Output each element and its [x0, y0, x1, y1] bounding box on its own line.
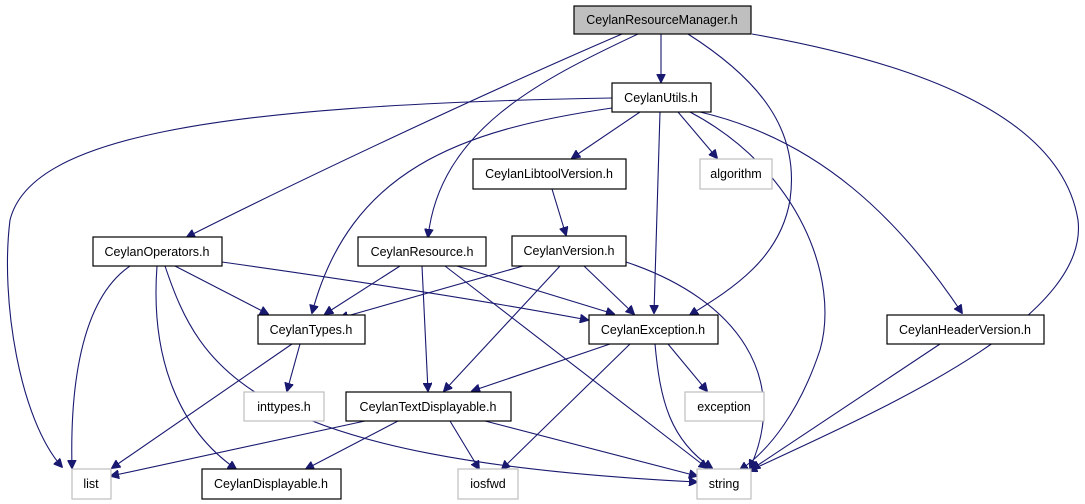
edge-utils-algorithm	[677, 111, 717, 158]
edge-operators-exception	[221, 261, 588, 320]
edge-root-resource	[428, 33, 639, 237]
node-string[interactable]: string	[696, 468, 752, 500]
node-label: CeylanResourceManager.h	[586, 13, 738, 27]
edge-root-exception	[687, 33, 792, 315]
edge-operators-list	[72, 265, 131, 468]
edge-exception-textdisplayable	[472, 343, 611, 391]
node-ceylan-libtool-version-h[interactable]: CeylanLibtoolVersion.h	[472, 158, 627, 190]
node-ceylan-types-h[interactable]: CeylanTypes.h	[257, 314, 366, 345]
edge-utils-types	[312, 107, 613, 313]
node-label: CeylanDisplayable.h	[214, 477, 328, 491]
edge-resource-string	[444, 265, 707, 468]
edge-utils-exception	[654, 111, 661, 313]
edge-textdisplayable-iosfwd	[449, 420, 479, 469]
node-label: string	[709, 477, 740, 491]
edge-headerversion-string	[752, 343, 941, 469]
node-label: exception	[697, 400, 751, 414]
edge-exception-string	[654, 343, 712, 468]
node-ceylan-resource-h[interactable]: CeylanResource.h	[357, 236, 487, 267]
node-ceylan-text-displayable-h[interactable]: CeylanTextDisplayable.h	[345, 391, 512, 422]
node-label: iosfwd	[470, 477, 505, 491]
node-label: CeylanTextDisplayable.h	[360, 400, 497, 414]
node-inttypes-h[interactable]: inttypes.h	[243, 391, 325, 422]
edge-resource-textdisplayable	[421, 265, 428, 391]
edge-textdisplayable-list	[111, 420, 366, 476]
edge-textdisplayable-string	[484, 420, 697, 476]
nodes: CeylanResourceManager.h CeylanUtils.h Ce…	[71, 5, 1045, 500]
edge-utils-headerversion	[699, 111, 962, 313]
edge-textdisplayable-displayable	[306, 420, 399, 469]
edge-version-textdisplayable	[444, 265, 561, 391]
edge-utils-list	[6, 97, 613, 467]
edge-types-inttypes	[287, 343, 301, 391]
node-label: inttypes.h	[257, 400, 311, 414]
node-label: list	[83, 477, 99, 491]
node-exception[interactable]: exception	[684, 391, 765, 422]
node-label: CeylanException.h	[601, 323, 705, 337]
node-label: CeylanResource.h	[371, 245, 474, 259]
node-label: algorithm	[710, 167, 761, 181]
edge-version-exception	[583, 265, 634, 314]
edge-resource-exception	[456, 265, 614, 314]
node-list[interactable]: list	[71, 468, 112, 500]
edge-libtool-version	[551, 188, 566, 235]
edge-utils-libtool	[572, 111, 641, 158]
node-ceylan-displayable-h[interactable]: CeylanDisplayable.h	[201, 468, 342, 500]
edge-version-types	[340, 263, 531, 318]
node-label: CeylanHeaderVersion.h	[899, 323, 1031, 337]
node-ceylan-version-h[interactable]: CeylanVersion.h	[511, 235, 627, 267]
node-iosfwd[interactable]: iosfwd	[457, 468, 519, 500]
edge-root-operators	[187, 33, 623, 237]
node-ceylan-resource-manager-h[interactable]: CeylanResourceManager.h	[573, 5, 752, 35]
edge-version-string	[625, 261, 765, 468]
edge-exception-exceptionstd	[667, 343, 707, 391]
edge-types-list	[112, 343, 293, 468]
edge-resource-types	[325, 265, 401, 314]
node-ceylan-utils-h[interactable]: CeylanUtils.h	[611, 82, 712, 113]
node-label: CeylanOperators.h	[105, 245, 210, 259]
node-ceylan-exception-h[interactable]: CeylanException.h	[588, 314, 719, 345]
node-label: CeylanLibtoolVersion.h	[485, 167, 613, 181]
node-algorithm[interactable]: algorithm	[699, 158, 773, 190]
node-label: CeylanUtils.h	[624, 91, 698, 105]
edge-root-string	[749, 33, 1079, 471]
node-ceylan-operators-h[interactable]: CeylanOperators.h	[92, 236, 223, 267]
edge-exception-iosfwd	[502, 343, 631, 469]
edge-operators-types	[174, 265, 268, 314]
node-label: CeylanVersion.h	[523, 244, 614, 258]
node-ceylan-header-version-h[interactable]: CeylanHeaderVersion.h	[886, 314, 1045, 345]
node-label: CeylanTypes.h	[270, 323, 353, 337]
